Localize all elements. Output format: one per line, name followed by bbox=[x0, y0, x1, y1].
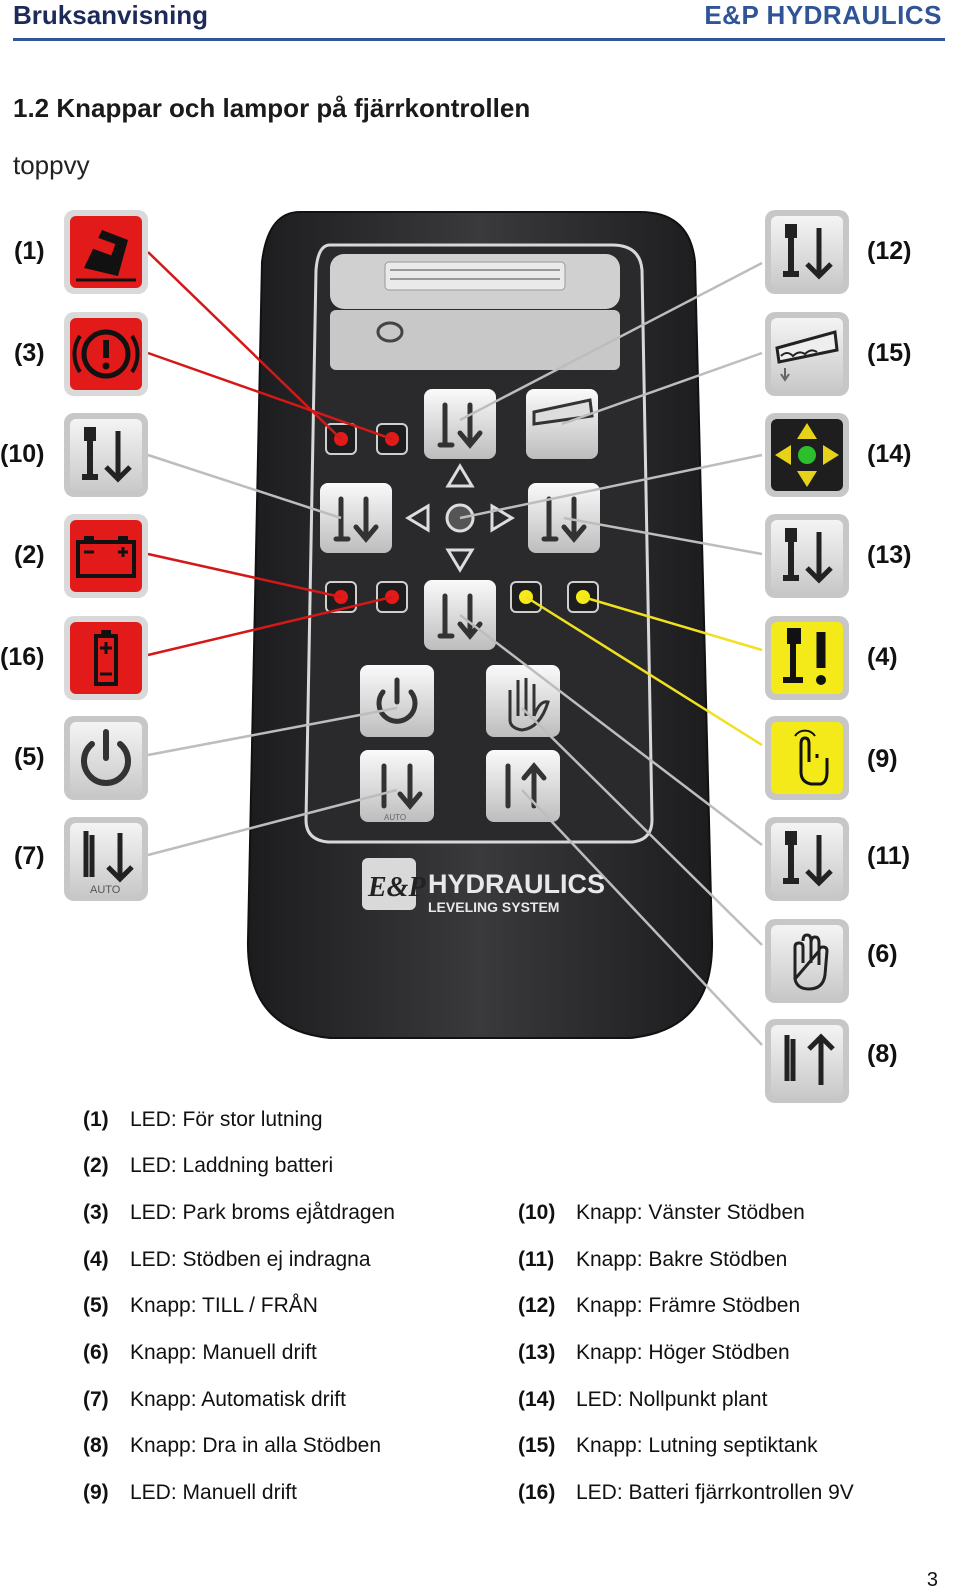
legend-text: LED: Stödben ej indragna bbox=[130, 1248, 371, 1271]
remote-auto-label: AUTO bbox=[384, 813, 406, 822]
legend-num: (16) bbox=[518, 1481, 556, 1504]
legend-text: LED: Nollpunkt plant bbox=[576, 1388, 768, 1411]
manual-mode-hand-icon bbox=[765, 919, 849, 1003]
leader-lines bbox=[147, 251, 763, 1046]
legend-text: LED: Laddning batteri bbox=[130, 1154, 334, 1177]
legend-num: (11) bbox=[518, 1248, 555, 1271]
battery-charging-icon bbox=[64, 514, 148, 598]
callout-15: (15) bbox=[867, 339, 912, 367]
power-icon bbox=[64, 716, 148, 800]
legend-num: (8) bbox=[83, 1434, 109, 1457]
manual-mode-led-icon bbox=[765, 716, 849, 800]
legend-text: Knapp: Lutning septiktank bbox=[576, 1434, 818, 1457]
callout-2: (2) bbox=[14, 541, 45, 569]
legend-num: (9) bbox=[83, 1481, 109, 1504]
right-leg-icon bbox=[765, 514, 849, 598]
callout-10: (10) bbox=[0, 440, 45, 468]
section-title: 1.2 Knappar och lampor på fjärrkontrolle… bbox=[13, 93, 531, 123]
legend-text: Knapp: Manuell drift bbox=[130, 1341, 317, 1364]
tilt-warning-icon bbox=[64, 210, 148, 294]
remote-brand-tagline: LEVELING SYSTEM bbox=[428, 899, 559, 915]
legend-text: LED: För stor lutning bbox=[130, 1108, 323, 1131]
legend-num: (15) bbox=[518, 1434, 556, 1457]
legend-num: (14) bbox=[518, 1388, 556, 1411]
remote-battery-icon bbox=[64, 616, 148, 700]
retract-all-legs-icon bbox=[765, 1019, 849, 1103]
rear-leg-icon bbox=[765, 817, 849, 901]
icon-auto-label: AUTO bbox=[90, 884, 121, 896]
legend-text: LED: Manuell drift bbox=[130, 1481, 297, 1504]
callout-12: (12) bbox=[867, 237, 912, 265]
callout-13: (13) bbox=[867, 541, 912, 569]
legend-text: Knapp: Automatisk drift bbox=[130, 1388, 346, 1411]
legend-num: (6) bbox=[83, 1341, 109, 1364]
callout-5: (5) bbox=[14, 743, 45, 771]
callout-1: (1) bbox=[14, 237, 45, 265]
legend-num: (4) bbox=[83, 1248, 109, 1271]
legend-num: (7) bbox=[83, 1388, 109, 1411]
parking-brake-icon bbox=[64, 312, 148, 396]
callout-9: (9) bbox=[867, 745, 898, 773]
remote-buttons: AUTO bbox=[320, 389, 600, 822]
legend-num: (13) bbox=[518, 1341, 556, 1364]
remote-brand: E&P HYDRAULICS LEVELING SYSTEM bbox=[362, 858, 605, 915]
legend-num: (5) bbox=[83, 1294, 109, 1317]
subtitle: toppvy bbox=[13, 150, 90, 180]
auto-mode-icon: AUTO bbox=[64, 817, 148, 901]
legend-text: LED: Batteri fjärrkontrollen 9V bbox=[576, 1481, 854, 1504]
legend-text: Knapp: Vänster Stödben bbox=[576, 1201, 805, 1224]
remote-brand-logo: E&P bbox=[367, 872, 426, 903]
remote-brand-name: HYDRAULICS bbox=[428, 869, 605, 899]
legend-num: (10) bbox=[518, 1201, 556, 1224]
callout-8: (8) bbox=[867, 1040, 898, 1068]
page-number: 3 bbox=[926, 1569, 938, 1591]
legend-text: Knapp: Bakre Stödben bbox=[576, 1248, 788, 1271]
legend-num: (1) bbox=[83, 1108, 109, 1131]
callout-16: (16) bbox=[0, 643, 45, 671]
left-leg-icon bbox=[64, 413, 148, 497]
callout-6: (6) bbox=[867, 940, 898, 968]
legend-text: Knapp: Främre Stödben bbox=[576, 1294, 801, 1317]
callout-4: (4) bbox=[867, 643, 898, 671]
legs-not-retracted-icon bbox=[765, 616, 849, 700]
legend-num: (3) bbox=[83, 1201, 109, 1224]
legend-text: Knapp: Dra in alla Stödben bbox=[130, 1434, 382, 1457]
level-zero-point-icon bbox=[765, 413, 849, 497]
callout-3: (3) bbox=[14, 339, 45, 367]
septic-tank-tilt-icon bbox=[765, 312, 849, 396]
legend-num: (2) bbox=[83, 1154, 109, 1177]
legend-text: Knapp: Höger Stödben bbox=[576, 1341, 790, 1364]
callout-14: (14) bbox=[867, 440, 912, 468]
legend-num: (12) bbox=[518, 1294, 556, 1317]
header-rule bbox=[13, 38, 945, 41]
front-leg-icon bbox=[765, 210, 849, 294]
header-title: Bruksanvisning bbox=[13, 0, 209, 30]
legend-text: Knapp: TILL / FRÅN bbox=[130, 1294, 318, 1317]
callout-11: (11) bbox=[867, 842, 911, 870]
header-brand: E&P HYDRAULICS bbox=[704, 0, 942, 30]
legend-text: LED: Park broms ejåtdragen bbox=[130, 1201, 395, 1224]
callout-7: (7) bbox=[14, 842, 45, 870]
